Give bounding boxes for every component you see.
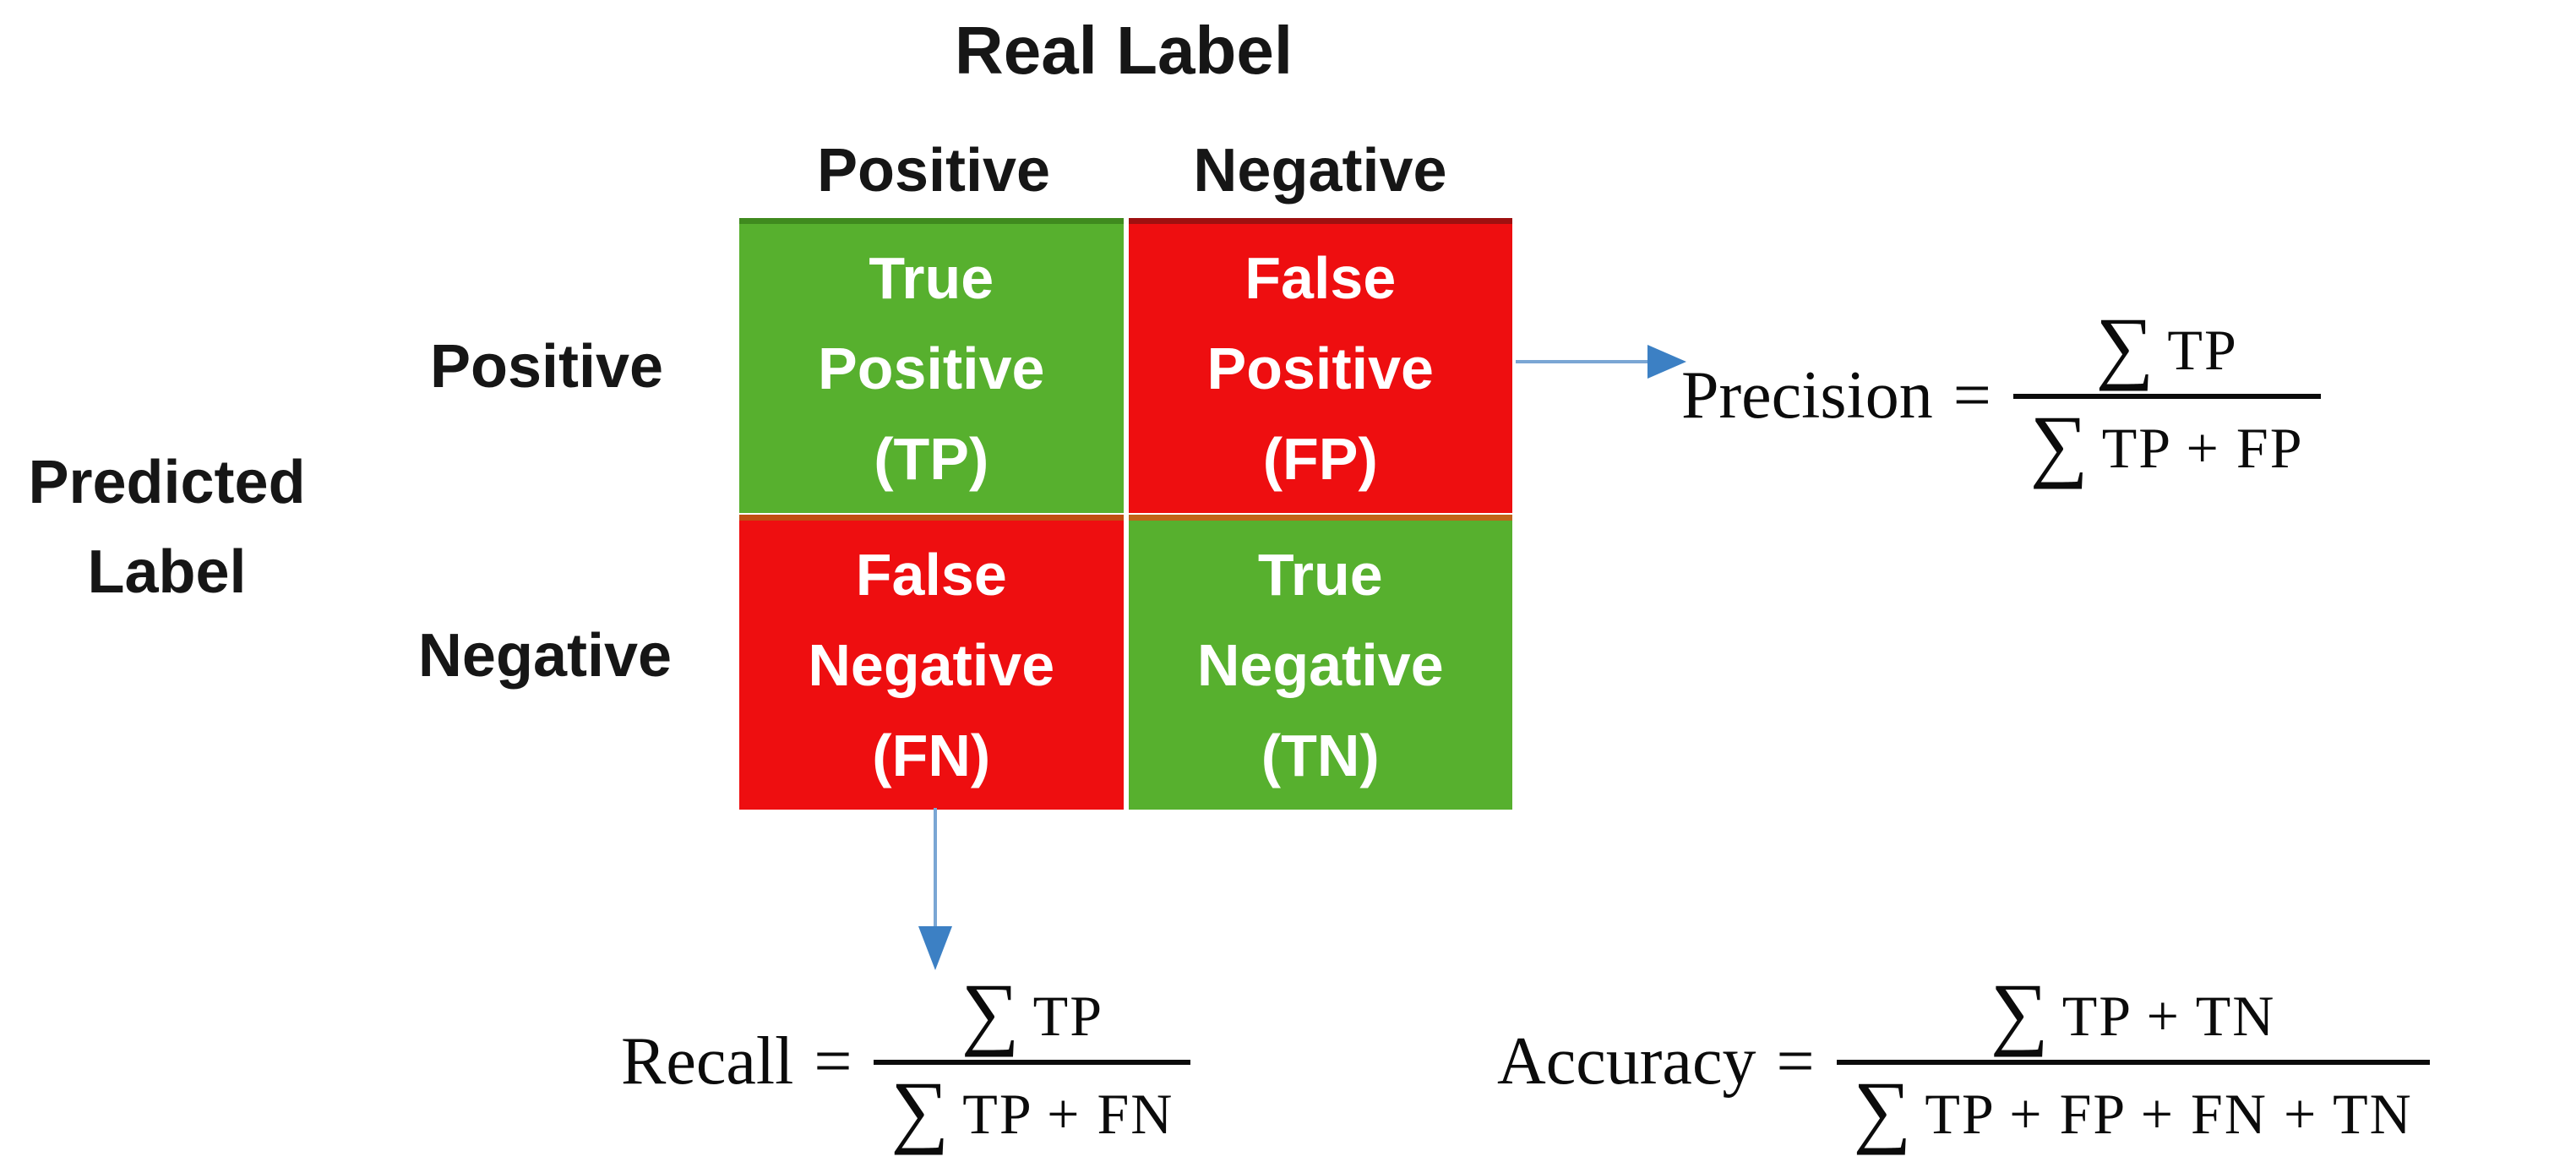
sigma-symbol: ∑ xyxy=(1853,1064,1912,1155)
denominator-terms: TP + FP xyxy=(2101,416,2304,480)
precision-label: Precision xyxy=(1681,357,1933,433)
cell-line: True xyxy=(869,244,994,311)
cell-line: False xyxy=(1244,244,1397,311)
recall-label: Recall xyxy=(621,1023,794,1099)
recall-fraction: ∑TP ∑TP + FN xyxy=(874,971,1191,1151)
cell-false-positive: False Positive (FP) xyxy=(1128,218,1512,513)
denominator-terms: TP + FP + FN + TN xyxy=(1925,1082,2413,1146)
precision-numerator: ∑TP xyxy=(2079,305,2255,394)
equals-sign: = xyxy=(814,1023,852,1099)
numerator-terms: TP xyxy=(1032,984,1104,1048)
sigma-symbol: ∑ xyxy=(890,1064,950,1155)
cell-true-positive: True Positive (TP) xyxy=(739,218,1124,513)
cell-true-negative: True Negative (TN) xyxy=(1128,515,1512,810)
sigma-symbol: ∑ xyxy=(1990,966,2049,1057)
down-arrow-icon xyxy=(918,808,952,970)
cell-line: Negative xyxy=(808,631,1055,698)
column-header-positive: Positive xyxy=(816,137,1051,205)
cell-line: (TN) xyxy=(1261,722,1380,788)
recall-formula: Recall = ∑TP ∑TP + FN xyxy=(621,955,1191,1168)
right-arrow-icon xyxy=(1516,345,1686,379)
accuracy-numerator: ∑TP + TN xyxy=(1974,971,2292,1060)
denominator-terms: TP + FN xyxy=(962,1082,1174,1146)
precision-denominator: ∑TP + FP xyxy=(2012,394,2321,485)
cell-line: (FN) xyxy=(872,722,991,788)
predicted-label-title: Predicted Label xyxy=(4,438,329,617)
confusion-matrix-grid: True Positive (TP) False Positive (FP) F… xyxy=(739,218,1512,810)
accuracy-fraction: ∑TP + TN ∑TP + FP + FN + TN xyxy=(1836,971,2430,1151)
real-label-title: Real Label xyxy=(954,13,1293,88)
cell-line: Positive xyxy=(818,335,1045,401)
recall-denominator: ∑TP + FN xyxy=(874,1060,1191,1151)
sigma-symbol: ∑ xyxy=(2095,300,2154,391)
equals-sign: = xyxy=(1952,357,1991,433)
accuracy-label: Accuracy xyxy=(1497,1023,1756,1099)
sigma-symbol: ∑ xyxy=(961,966,1020,1057)
cell-false-negative: False Negative (FN) xyxy=(739,515,1124,810)
recall-numerator: ∑TP xyxy=(945,971,1120,1060)
cell-line: Positive xyxy=(1206,335,1434,401)
column-header-negative: Negative xyxy=(1193,137,1447,205)
numerator-terms: TP xyxy=(2167,318,2238,382)
sigma-symbol: ∑ xyxy=(2029,398,2089,489)
precision-fraction: ∑TP ∑TP + FP xyxy=(2012,305,2321,485)
cell-line: (FP) xyxy=(1262,425,1378,492)
numerator-terms: TP + TN xyxy=(2061,984,2276,1048)
row-header-positive: Positive xyxy=(429,333,664,401)
predicted-label-line2: Label xyxy=(87,538,247,606)
cell-line: Negative xyxy=(1196,631,1444,698)
cell-line: True xyxy=(1257,541,1383,608)
predicted-label-line1: Predicted xyxy=(28,449,306,516)
cell-line: False xyxy=(855,541,1007,608)
row-header-negative: Negative xyxy=(417,622,673,690)
equals-sign: = xyxy=(1776,1023,1815,1099)
cell-line: (TP) xyxy=(874,425,989,492)
accuracy-denominator: ∑TP + FP + FN + TN xyxy=(1836,1060,2430,1151)
precision-formula: Precision = ∑TP ∑TP + FP xyxy=(1681,269,2321,522)
accuracy-formula: Accuracy = ∑TP + TN ∑TP + FP + FN + TN xyxy=(1497,955,2430,1168)
